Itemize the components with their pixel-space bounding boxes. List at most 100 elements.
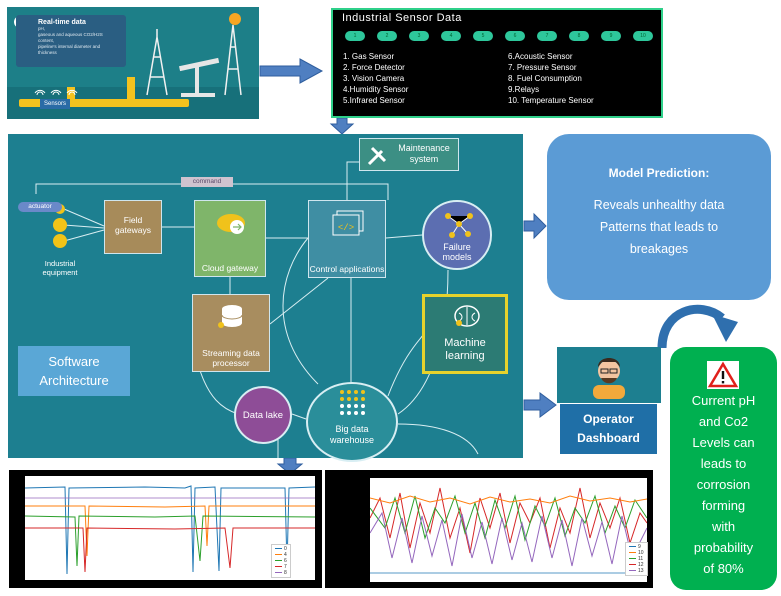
sensor-plot-right: 9 10 11 12 13 (325, 470, 653, 588)
sensor-dot: 8 (569, 31, 589, 41)
plot-area (369, 478, 648, 582)
legend-entry: 0 (275, 546, 287, 552)
operator-label-line: Dashboard (577, 431, 640, 445)
machine-learning-label: Machine learning (444, 337, 486, 362)
machine-learning-node: Machine learning (422, 294, 508, 374)
prediction-line: Reveals unhealthy data (593, 198, 725, 212)
code-window-icon: </> (332, 210, 364, 236)
legend-label: 13 (638, 568, 644, 574)
realtime-item: gaseous and aqueous CO2/H2S content, (38, 32, 103, 43)
prediction-title: Model Prediction: (608, 166, 710, 180)
industrial-illustration: Real-time data pH, gaseous and aqueous C… (7, 7, 259, 119)
wrench-icon (367, 146, 387, 166)
warning-line: forming (701, 498, 746, 513)
gas-tower-icon (224, 24, 242, 96)
sensor-item: 4.Humidity Sensor (343, 85, 409, 94)
equipment-icon (53, 234, 67, 248)
maintenance-system-node: Maintenance system (359, 138, 459, 171)
legend-entry: 7 (275, 564, 287, 570)
arrow-right-icon (259, 58, 324, 84)
sensor-item: 3. Vision Camera (343, 74, 405, 83)
svg-text:</>: </> (338, 223, 354, 233)
plot-legend: 9 10 11 12 13 (625, 542, 648, 576)
warning-line: of 80% (703, 561, 744, 576)
data-lake-node: Data lake (234, 386, 292, 444)
sensor-dot: 2 (377, 31, 397, 41)
sensor-item: 6.Acoustic Sensor (508, 52, 573, 61)
legend-entry: 9 (629, 544, 644, 550)
actuator-label: actuator (18, 202, 62, 212)
industrial-equipment-label: Industrial equipment (42, 259, 78, 277)
sensor-plot-left: 0 4 6 7 8 (9, 470, 322, 588)
legend-label: 11 (638, 556, 644, 562)
failure-models-label: Failure models (442, 242, 472, 262)
warning-line: Current pH (691, 393, 756, 408)
sensor-item: 7. Pressure Sensor (508, 63, 577, 72)
sensor-item: 2. Force Detector (343, 63, 405, 72)
sensor-dot: 9 (601, 31, 621, 41)
operator-dashboard-label: Operator Dashboard (560, 404, 657, 454)
legend-entry: 13 (629, 568, 644, 574)
realtime-item: pH, (38, 26, 46, 31)
arrow-right-icon (523, 212, 547, 240)
warning-line: with (711, 519, 736, 534)
sensor-wifi-icon (34, 89, 78, 96)
curved-arrow-icon (657, 304, 725, 349)
warning-icon (707, 361, 739, 389)
sensor-dot: 4 (441, 31, 461, 41)
oil-derrick-icon (146, 29, 168, 96)
failure-models-node: Failure models (422, 200, 492, 270)
legend-label: 9 (638, 544, 641, 550)
equipment-icon (53, 218, 67, 232)
prediction-line: breakages (629, 242, 689, 256)
sensor-panel-title: Industrial Sensor Data (342, 12, 462, 24)
software-architecture-label: Software Architecture (18, 346, 130, 396)
sensor-dot: 5 (473, 31, 493, 41)
sensor-item: 8. Fuel Consumption (508, 74, 582, 83)
realtime-item: pipeline's internal diameter and thickne… (38, 44, 101, 55)
sensor-data-panel: Industrial Sensor Data 1 2 3 4 5 6 7 8 9… (331, 8, 663, 118)
legend-label: 0 (284, 546, 287, 552)
model-prediction-box: Model Prediction: Reveals unhealthy data… (547, 134, 771, 300)
sensor-dot: 1 (345, 31, 365, 41)
legend-entry: 11 (629, 556, 644, 562)
legend-entry: 6 (275, 558, 287, 564)
warning-line: leads to (700, 456, 747, 471)
arrow-right-icon (523, 392, 557, 418)
legend-entry: 12 (629, 562, 644, 568)
sensor-item: 9.Relays (508, 85, 540, 94)
sensor-dot: 10 (633, 31, 653, 41)
realtime-data-box: Real-time data pH, gaseous and aqueous C… (16, 15, 126, 67)
warning-line: probability (693, 540, 754, 555)
sensor-dot: 3 (409, 31, 429, 41)
architecture-diagram: command actuator Industrial equipment Fi… (8, 134, 523, 462)
plot-legend: 0 4 6 7 8 (271, 544, 291, 578)
sensor-item: 1. Gas Sensor (343, 52, 395, 61)
warning-line: and Co2 (698, 414, 749, 429)
operator-label-line: Operator (583, 412, 634, 426)
realtime-title: Real-time data (38, 19, 86, 26)
corrosion-warning-box: Current pH and Co2 Levels can leads to c… (670, 347, 777, 590)
maintenance-label: Maintenance system (398, 143, 450, 164)
sensor-item: 5.Infrared Sensor (343, 96, 405, 105)
operator-avatar-box (557, 347, 661, 403)
streaming-label: Streaming data processor (202, 348, 260, 368)
operator-avatar-icon (593, 358, 625, 399)
arrow-down-icon (329, 117, 355, 135)
legend-label: 8 (284, 570, 287, 576)
cloud-icon (217, 214, 245, 234)
pumpjack-icon (179, 57, 220, 97)
network-icon (445, 213, 473, 238)
legend-label: 4 (284, 552, 287, 558)
sensor-item: 10. Temperature Sensor (508, 96, 594, 105)
command-label: command (181, 177, 233, 187)
warning-line: corrosion (696, 477, 751, 492)
field-gateways-label: Field gateways (115, 215, 151, 235)
plot-lines (369, 487, 648, 574)
cloud-gateway-label: Cloud gateway (201, 263, 259, 273)
legend-label: 12 (638, 562, 644, 568)
control-applications-label: Control applications (309, 264, 385, 274)
plot-area (24, 476, 316, 580)
plot-lines (24, 485, 316, 575)
